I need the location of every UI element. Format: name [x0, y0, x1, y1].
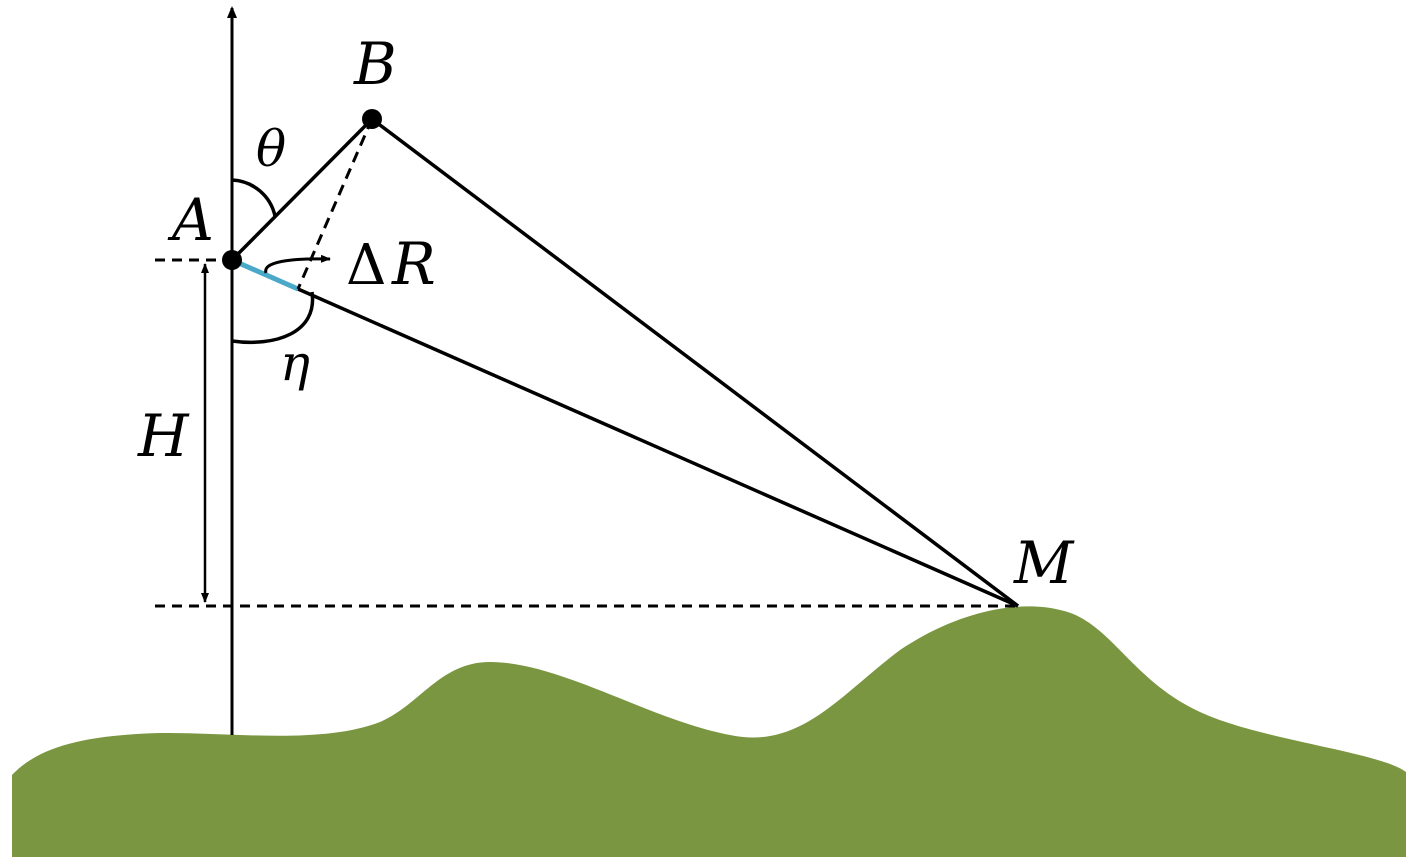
label-delta-r-letter: R	[391, 230, 436, 298]
label-point-b: B	[353, 30, 397, 98]
label-height: H	[137, 402, 190, 470]
point-a-marker	[222, 250, 242, 270]
label-theta: θ	[256, 120, 286, 178]
point-b-marker	[362, 109, 382, 129]
label-eta: η	[280, 334, 310, 392]
label-point-a: A	[167, 186, 214, 254]
label-delta-symbol: Δ	[346, 233, 386, 298]
label-point-m: M	[1013, 529, 1075, 597]
segment-ab	[230, 117, 374, 262]
delta-r-pointer	[264, 254, 331, 274]
eta-arc	[231, 291, 315, 345]
projection-line-b	[296, 118, 374, 290]
delta-r-segment	[230, 257, 300, 292]
theta-arc	[231, 178, 277, 217]
segment-am	[297, 287, 1019, 608]
ground-terrain	[12, 606, 1406, 857]
segment-bm	[370, 117, 1020, 608]
